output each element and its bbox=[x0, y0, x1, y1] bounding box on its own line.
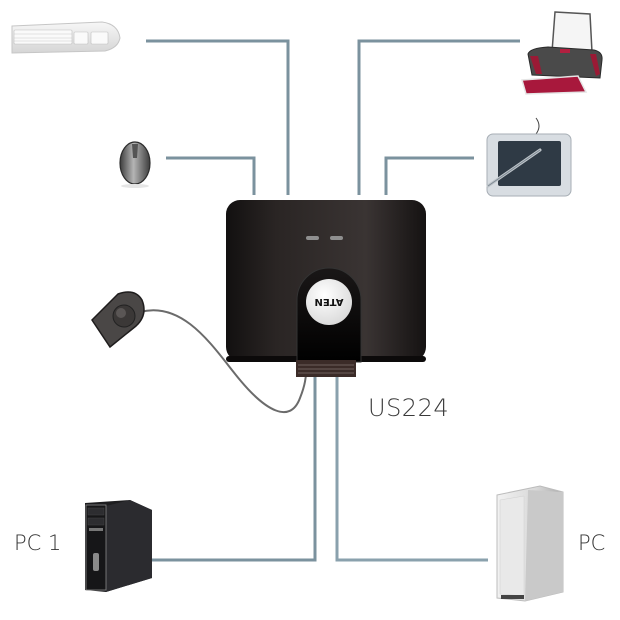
aten-logo-button bbox=[306, 279, 352, 325]
pc1-label: PC 1 bbox=[14, 531, 62, 555]
printer-cable bbox=[357, 39, 520, 195]
aten-logo: ATEN bbox=[315, 296, 344, 307]
model-name-label: US224 bbox=[368, 394, 450, 422]
tablet-cable bbox=[384, 156, 474, 195]
pc1-tower-icon bbox=[85, 500, 152, 592]
printer-icon bbox=[521, 11, 603, 95]
mouse-cable bbox=[166, 156, 256, 195]
keyboard-cable bbox=[146, 39, 290, 195]
pc1-cable bbox=[149, 375, 317, 562]
pc2-tower-icon bbox=[496, 485, 564, 602]
led-port-1 bbox=[306, 236, 319, 240]
connector-lines bbox=[146, 39, 520, 562]
led-port-2 bbox=[330, 236, 343, 240]
pc2-label: PC bbox=[578, 531, 606, 555]
mouse-icon bbox=[119, 141, 151, 188]
keyboard-icon bbox=[11, 21, 121, 54]
graphics-tablet-icon bbox=[486, 117, 572, 197]
remote-selector-icon bbox=[91, 291, 145, 350]
remote-cable bbox=[139, 309, 307, 413]
us224-switch: ATEN bbox=[226, 200, 426, 377]
pc2-cable bbox=[335, 375, 488, 562]
